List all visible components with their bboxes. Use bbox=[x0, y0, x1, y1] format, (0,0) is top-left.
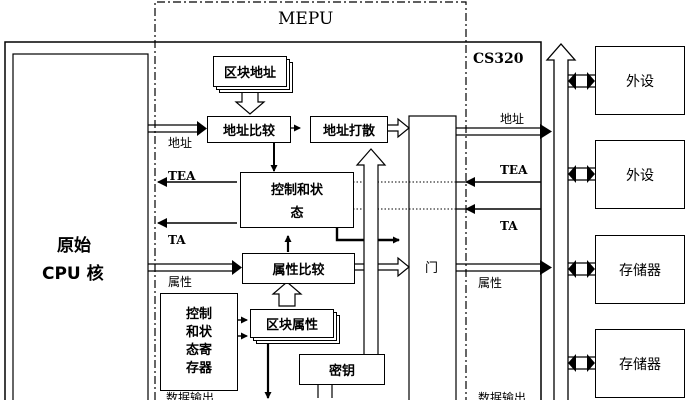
block-attribute-box: 区块属性 bbox=[250, 309, 334, 338]
cpu-core-label-1: 原始 bbox=[57, 236, 91, 256]
cpu-core-box bbox=[12, 53, 149, 400]
bus-peripheral-links bbox=[568, 74, 595, 370]
attribute-compare-box: 属性比较 bbox=[242, 253, 355, 284]
mepu-boundary bbox=[154, 1, 467, 400]
peripheral-box-1: 外设 bbox=[595, 46, 685, 115]
ta-in-label: TA bbox=[168, 233, 186, 247]
system-bus bbox=[545, 43, 577, 400]
block-address-box: 区块地址 bbox=[213, 56, 287, 87]
gate-block bbox=[408, 115, 457, 400]
memory-box-2: 存储器 bbox=[595, 329, 685, 398]
control-status-line2: 态 bbox=[290, 206, 304, 221]
cs320-frame bbox=[4, 41, 542, 400]
mepu-title: MEPU bbox=[278, 9, 334, 29]
control-status-box: 控制和状 态 bbox=[240, 172, 354, 228]
control-register-line1: 控制 bbox=[185, 306, 212, 322]
data-out-right-label: 数据输出 bbox=[478, 391, 527, 400]
cpu-core-label-2: CPU 核 bbox=[42, 264, 104, 284]
attribute-in-label: 属性 bbox=[168, 275, 193, 289]
address-in-label: 地址 bbox=[168, 136, 193, 150]
control-status-line1: 控制和状 bbox=[270, 183, 323, 198]
address-compare-box: 地址比较 bbox=[207, 116, 291, 143]
control-register-line2: 和状 bbox=[185, 324, 212, 340]
gate-label: 门 bbox=[425, 261, 439, 276]
control-register-line4: 存器 bbox=[185, 361, 212, 377]
tea-out-label: TEA bbox=[500, 163, 528, 177]
data-out-left-label: 数据输出 bbox=[166, 391, 215, 400]
memory-box-1: 存储器 bbox=[595, 235, 685, 304]
control-register-line3: 态寄 bbox=[185, 343, 212, 358]
key-box: 密钥 bbox=[299, 354, 385, 385]
control-register-box: 控制 和状 态寄 存器 bbox=[160, 293, 238, 391]
cs320-label: CS320 bbox=[473, 51, 524, 67]
tea-in-label: TEA bbox=[168, 169, 196, 183]
address-out-label: 地址 bbox=[500, 112, 525, 126]
peripheral-box-2: 外设 bbox=[595, 140, 685, 209]
attribute-out-label: 属性 bbox=[478, 276, 503, 290]
ta-out-label: TA bbox=[500, 219, 518, 233]
address-hash-box: 地址打散 bbox=[310, 116, 388, 143]
